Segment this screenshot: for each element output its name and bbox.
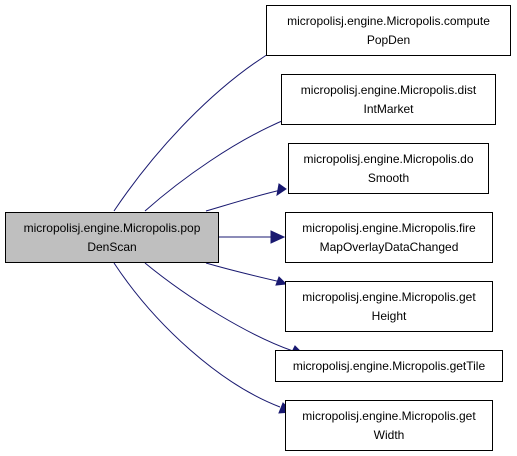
node-popdenscan[interactable]: micropolisj.engine.Micropolis.pop DenSca… (5, 212, 219, 263)
node-dosmooth[interactable]: micropolisj.engine.Micropolis.do Smooth (288, 143, 489, 194)
node-popdenscan-line1: micropolisj.engine.Micropolis.pop (23, 220, 201, 235)
node-getheight-line1: micropolisj.engine.Micropolis.get (302, 289, 476, 304)
edge-to-gettile (144, 262, 294, 352)
node-distintmarket-line2: IntMarket (363, 101, 414, 116)
edge-to-getheight (205, 262, 282, 283)
node-computepopden-line1: micropolisj.engine.Micropolis.compute (287, 13, 490, 28)
node-getwidth[interactable]: micropolisj.engine.Micropolis.get Width (285, 400, 493, 451)
node-getwidth-line1: micropolisj.engine.Micropolis.get (302, 408, 476, 423)
node-getheight[interactable]: micropolisj.engine.Micropolis.get Height (285, 281, 493, 332)
node-dosmooth-line2: Smooth (367, 170, 410, 185)
edge-to-dosmooth (205, 189, 282, 212)
node-dosmooth-line1: micropolisj.engine.Micropolis.do (303, 151, 474, 166)
node-gettile-line1: micropolisj.engine.Micropolis.getTile (292, 358, 486, 373)
arrowhead-icon (275, 276, 288, 286)
edge-to-computepopden (113, 47, 279, 212)
node-getheight-line2: Height (371, 308, 407, 323)
node-computepopden[interactable]: micropolisj.engine.Micropolis.compute Po… (266, 5, 511, 56)
node-getwidth-line2: Width (373, 427, 405, 442)
node-firemapoverlaydatachanged-line2: MapOverlayDataChanged (319, 239, 459, 254)
node-firemapoverlaydatachanged[interactable]: micropolisj.engine.Micropolis.fire MapOv… (285, 212, 493, 263)
node-distintmarket-line1: micropolisj.engine.Micropolis.dist (300, 82, 477, 97)
edge-to-distintmarket (144, 117, 290, 212)
edge-to-getwidth (113, 262, 281, 408)
node-computepopden-line2: PopDen (366, 32, 411, 47)
node-distintmarket[interactable]: micropolisj.engine.Micropolis.dist IntMa… (281, 74, 496, 125)
node-firemapoverlaydatachanged-line1: micropolisj.engine.Micropolis.fire (302, 220, 476, 235)
node-popdenscan-line2: DenScan (87, 239, 137, 254)
arrowhead-icon (270, 230, 286, 244)
arrowhead-icon (276, 183, 287, 197)
node-gettile[interactable]: micropolisj.engine.Micropolis.getTile (275, 350, 503, 382)
